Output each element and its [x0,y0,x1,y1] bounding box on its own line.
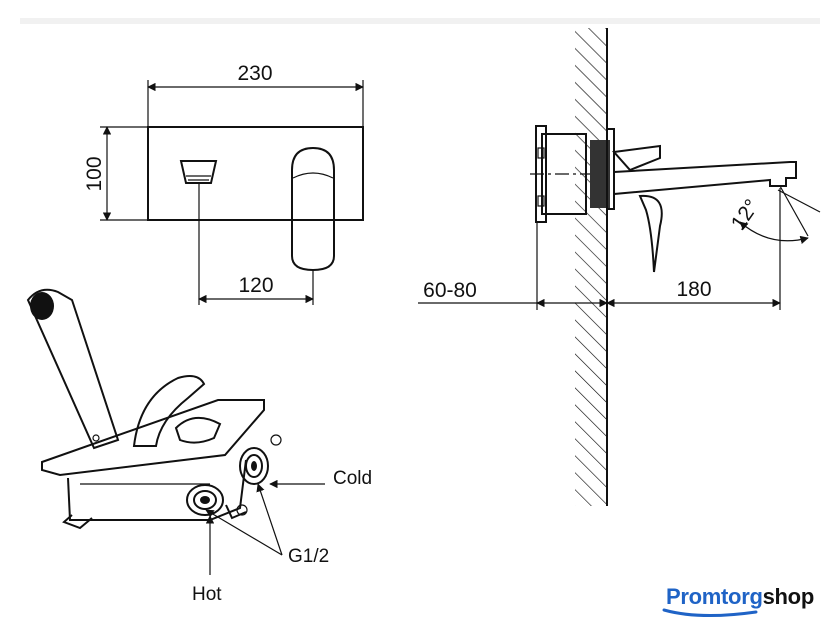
hot-port [186,484,224,516]
isometric-view: Cold G1/2 Hot [26,288,372,605]
side-spout [613,161,797,196]
dim-180: 180 [676,278,711,301]
wall-hatch [575,28,607,506]
dim-120: 120 [238,274,273,297]
label-g12: G1/2 [288,546,329,567]
wall-plate [147,126,364,221]
dim-100: 100 [83,156,106,191]
iso-handle [132,375,206,447]
wall-flange [590,140,610,208]
side-view: 60-80 180 12° [418,28,821,506]
dim-230: 230 [237,62,272,85]
dim-angle: 12° [727,195,764,234]
brand-swoosh-icon [662,608,758,618]
brand-logo: Promtorgshop [666,584,814,610]
label-hot: Hot [192,584,222,605]
dim-60-80: 60-80 [423,279,477,302]
front-view: 230 100 120 [83,62,364,305]
spout-outlet [179,160,218,184]
label-cold: Cold [333,468,372,489]
brand-part1: Promtorg [666,584,763,609]
iso-spout-outlet [30,292,54,320]
lever-handle [291,146,335,272]
brand-part2: shop [762,584,815,609]
top-band [20,18,820,24]
side-lever [611,144,661,172]
iso-spout [26,288,120,450]
cold-port [239,447,269,485]
